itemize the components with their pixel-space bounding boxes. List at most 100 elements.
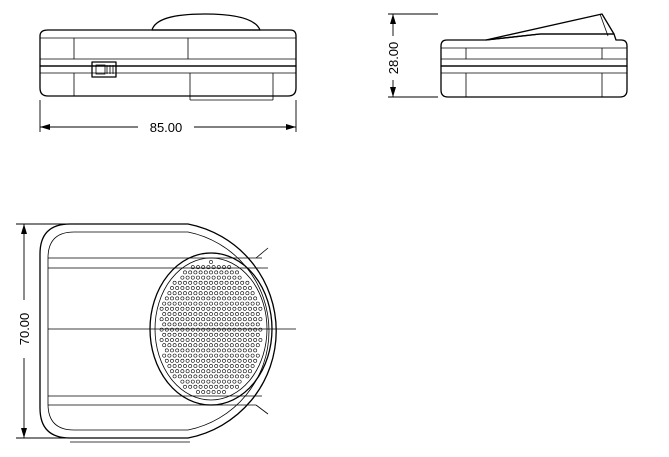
grille-hole (183, 374, 187, 379)
grille-hole (180, 327, 185, 332)
grille-hole (235, 374, 239, 379)
grille-hole (201, 306, 206, 311)
grille-hole (214, 270, 219, 275)
grille-hole (188, 291, 193, 296)
grille-hole (216, 296, 221, 301)
grille-hole (198, 301, 203, 306)
grille-hole (232, 317, 237, 322)
grille-hole (183, 322, 187, 327)
grille-hole (206, 348, 211, 353)
grille-hole (172, 301, 177, 306)
grille-hole (235, 364, 239, 368)
grille-hole (258, 327, 263, 332)
grille-hole (219, 374, 224, 379)
grille-hole (190, 275, 195, 280)
grille-hole (170, 369, 174, 374)
grille-hole (190, 379, 195, 384)
grille-hole (255, 312, 260, 316)
grille-hole (193, 280, 198, 285)
grille-hole (219, 353, 224, 358)
grille-hole (216, 390, 221, 394)
grille-hole (229, 332, 234, 337)
grille-hole (237, 296, 242, 301)
grille-hole (188, 301, 193, 306)
grille-hole (235, 332, 239, 337)
grille-hole (255, 353, 260, 358)
grille-hole (227, 275, 232, 280)
grille-hole (235, 301, 239, 306)
grille-hole (164, 296, 169, 301)
width-dimension-label: 85.00 (150, 120, 183, 135)
grille-hole (175, 317, 180, 322)
grille-hole (159, 306, 164, 311)
grille-hole (175, 327, 180, 332)
grille-hole (188, 384, 193, 389)
grille-hole (219, 384, 224, 389)
grille-hole (177, 364, 182, 368)
grille-hole (172, 322, 177, 327)
grille-hole (258, 317, 263, 322)
grille-hole (164, 317, 169, 322)
grille-hole (219, 270, 224, 275)
grille-hole (172, 312, 177, 316)
grille-hole (201, 369, 206, 374)
grille-hole (170, 338, 174, 342)
grille-hole (183, 353, 187, 358)
grille-hole (214, 374, 219, 379)
grille-hole (253, 306, 258, 311)
grille-hole (245, 312, 250, 316)
grille-hole (175, 306, 180, 311)
grille-hole (229, 280, 234, 285)
grille-hole (209, 384, 213, 389)
grille-hole (198, 343, 203, 348)
grille-hole (183, 280, 187, 285)
side-upper-shell (440, 33, 628, 67)
grille-hole (219, 364, 224, 368)
grille-hole (219, 312, 224, 316)
grille-hole (224, 353, 229, 358)
grille-hole (167, 364, 172, 368)
grille-hole (203, 343, 208, 348)
grille-hole (196, 327, 200, 332)
grille-hole (201, 265, 206, 270)
grille-hole (172, 280, 177, 285)
grille-hole (193, 301, 198, 306)
grille-hole (222, 369, 226, 374)
grille-hole (188, 280, 193, 285)
grille-hole (175, 358, 180, 363)
grille-hole (224, 374, 229, 379)
grille-hole (240, 374, 245, 379)
grille-hole (190, 348, 195, 353)
grille-hole (175, 348, 180, 353)
grille-hole (198, 291, 203, 296)
grille-hole (240, 364, 245, 368)
grille-hole (209, 312, 213, 316)
grille-hole (185, 379, 190, 384)
grille-hole (209, 343, 213, 348)
grille-hole (206, 306, 211, 311)
grille-hole (209, 270, 213, 275)
grille-hole (240, 343, 245, 348)
grille-hole (167, 332, 172, 337)
grille-hole (185, 275, 190, 280)
grille-hole (216, 327, 221, 332)
grille-hole (180, 358, 185, 363)
grille-hole (180, 317, 185, 322)
grille-hole (201, 296, 206, 301)
grille-hole (183, 312, 187, 316)
grille-hole (190, 296, 195, 301)
grille-hole (185, 317, 190, 322)
grille-hole (242, 296, 247, 301)
grille-hole (248, 286, 252, 290)
grille-hole (219, 322, 224, 327)
grille-hole (222, 306, 226, 311)
grille-hole (201, 275, 206, 280)
grille-hole (235, 384, 239, 389)
grille-hole (198, 280, 203, 285)
grille-hole (237, 317, 242, 322)
grille-hole (185, 327, 190, 332)
grille-hole (170, 348, 174, 353)
grille-hole (253, 327, 258, 332)
grille-hole (172, 364, 177, 368)
